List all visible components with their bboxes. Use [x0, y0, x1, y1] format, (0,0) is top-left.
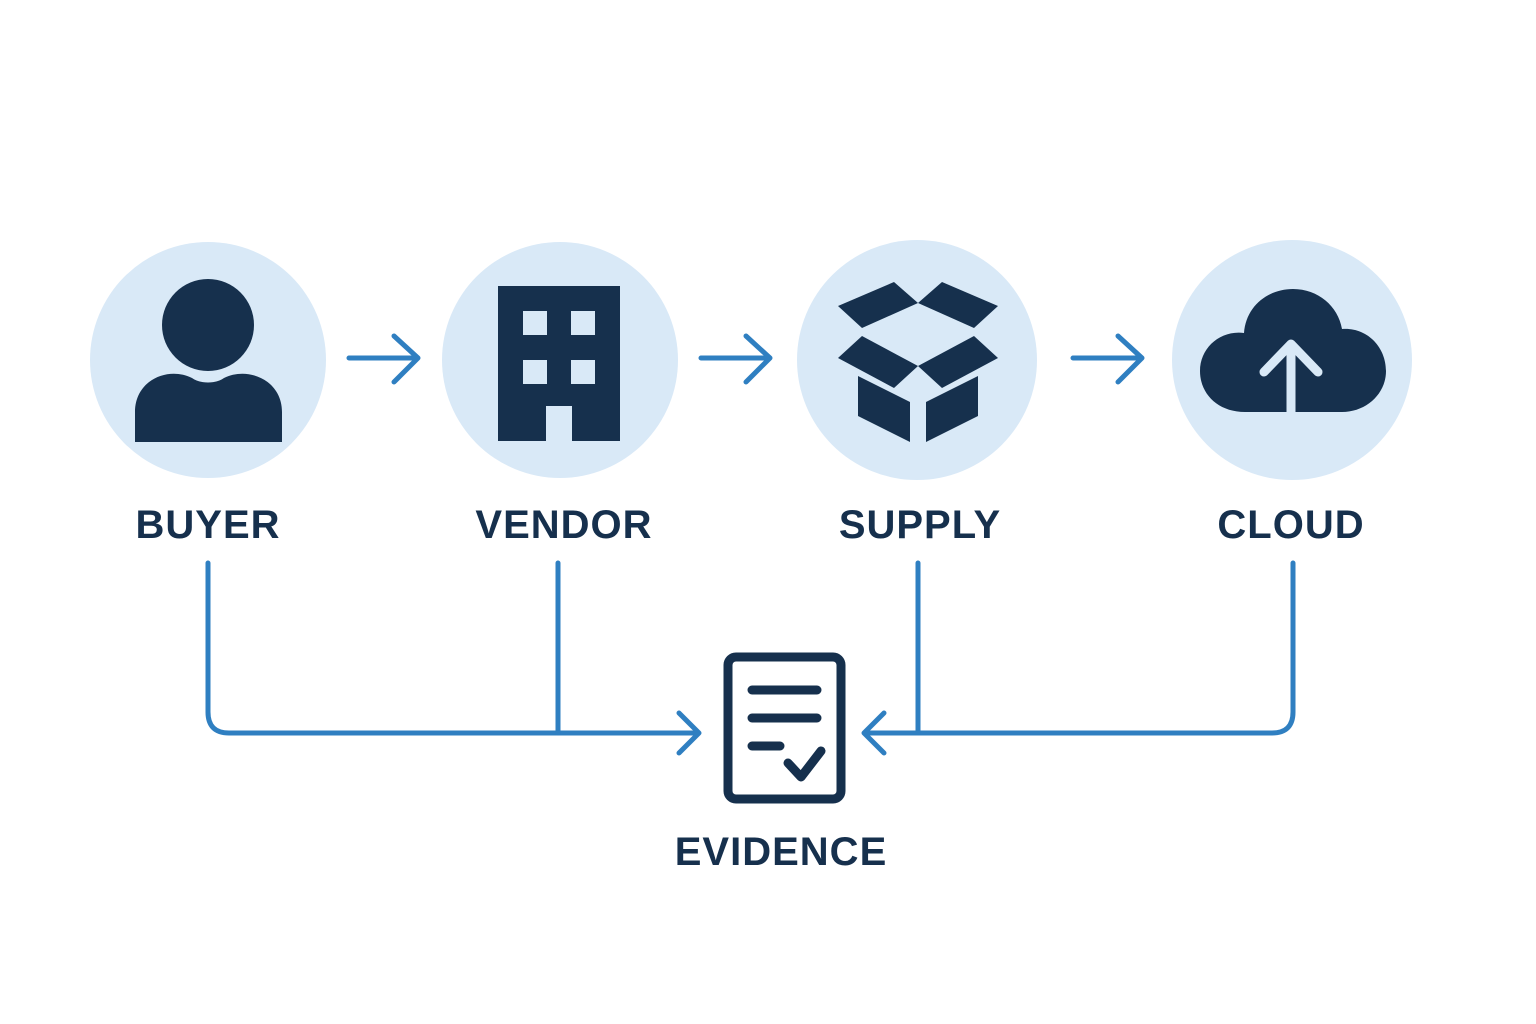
evidence-label: EVIDENCE [675, 830, 888, 874]
arrow-supply-to-cloud [1070, 333, 1145, 385]
buyer-label: BUYER [135, 503, 280, 547]
building-icon [498, 286, 620, 442]
open-box-icon [838, 282, 998, 442]
connector-buyer-to-evidence [205, 560, 701, 736]
cloud-upload-icon [1200, 289, 1386, 417]
supply-node-circle [797, 240, 1037, 480]
vendor-label: VENDOR [475, 503, 652, 547]
arrow-vendor-to-supply [698, 333, 773, 385]
arrowhead-left-into-evidence [676, 710, 702, 756]
connector-cloud-to-evidence [863, 560, 1296, 736]
cloud-label: CLOUD [1217, 503, 1364, 547]
arrow-buyer-to-vendor [346, 333, 421, 385]
document-check-icon [723, 652, 846, 804]
person-icon [135, 279, 282, 442]
arrowhead-right-into-evidence [861, 710, 887, 756]
supply-label: SUPPLY [839, 503, 1001, 547]
